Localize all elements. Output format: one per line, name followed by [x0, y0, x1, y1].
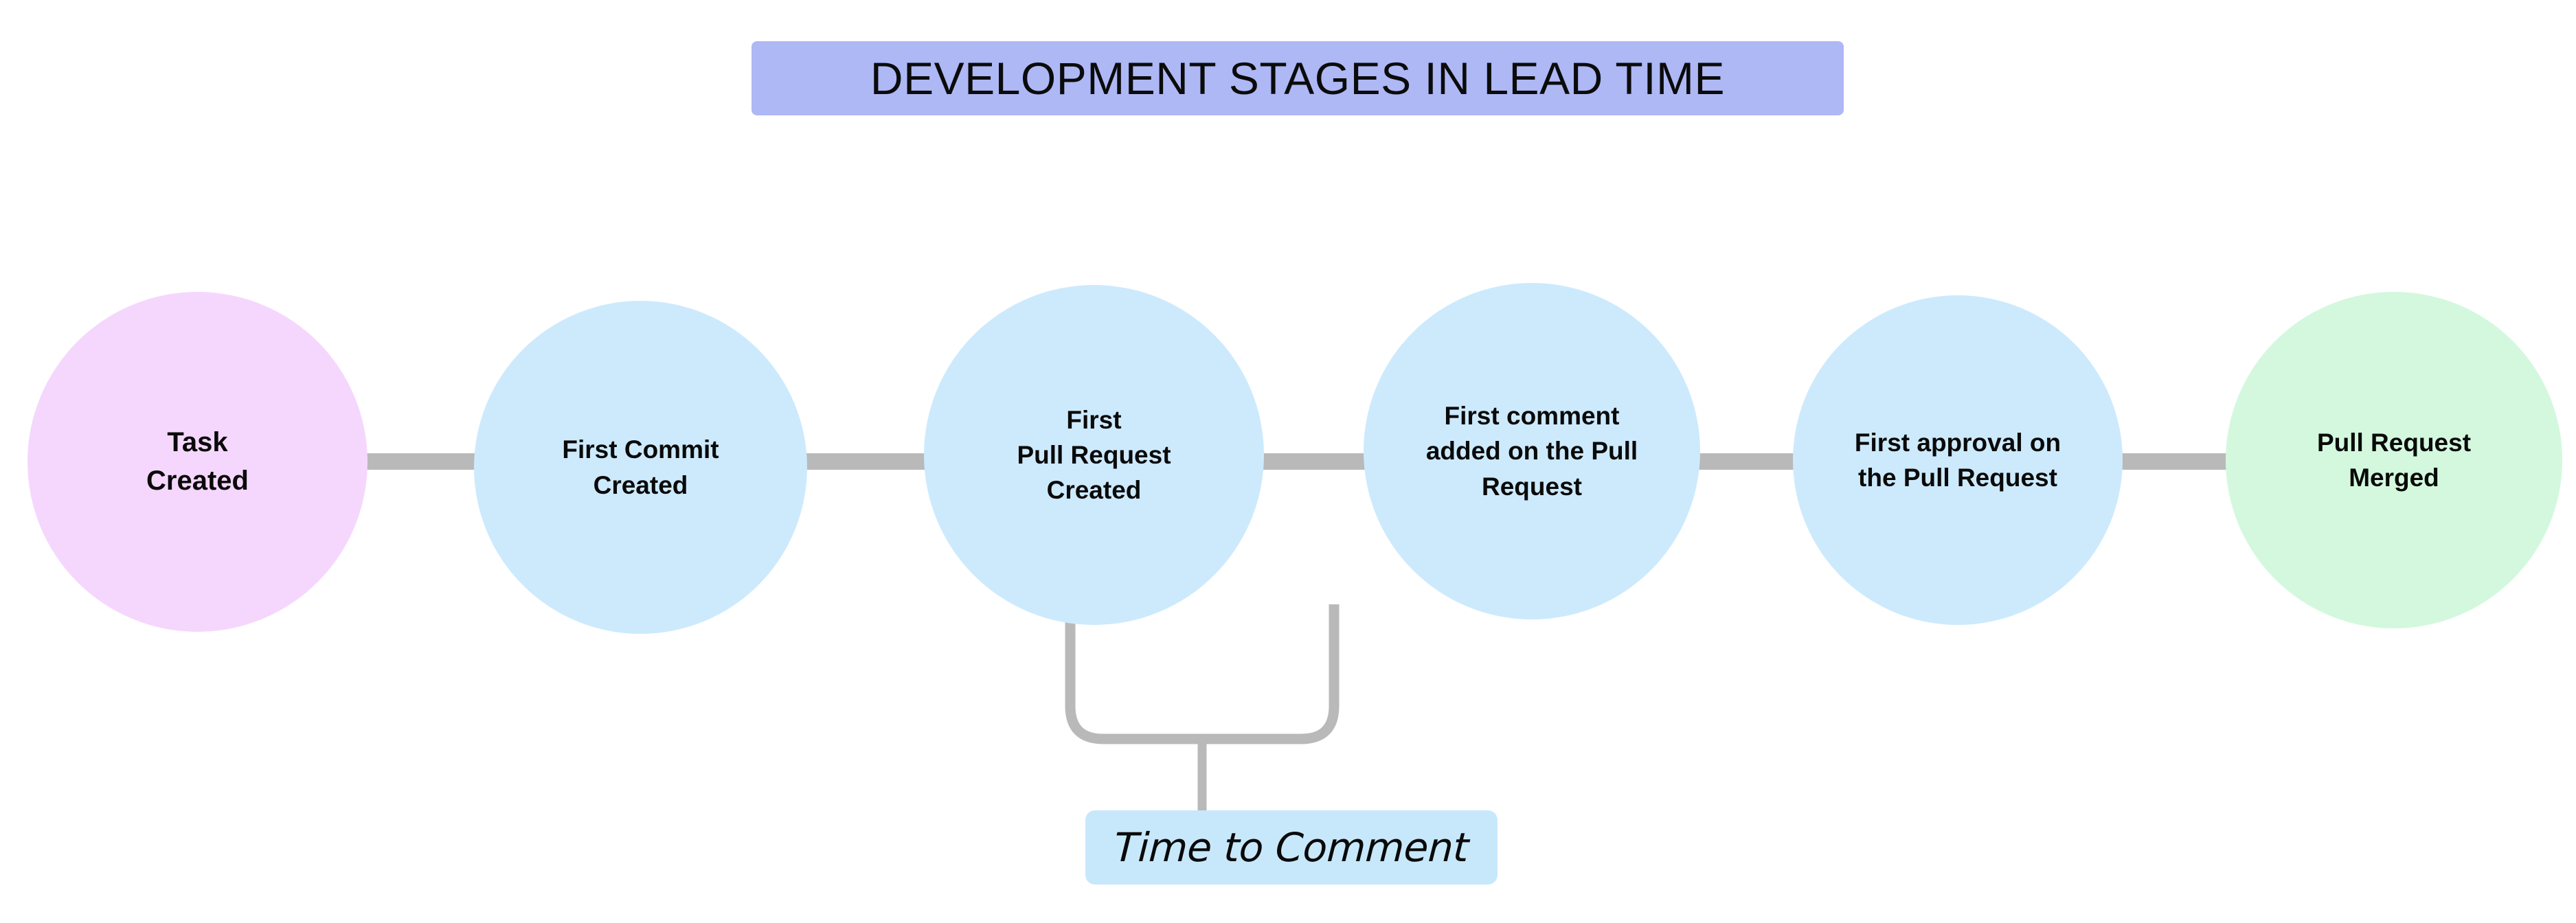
connector-task-to-commit — [362, 453, 479, 470]
node-label: First approval on the Pull Request — [1854, 428, 2061, 492]
node-label: Pull Request Merged — [2316, 428, 2472, 492]
node-label: Task Created — [146, 427, 249, 496]
node-first-pull-request-created[interactable]: First Pull Request Created — [924, 285, 1264, 625]
connector-pr-to-comment — [1258, 453, 1367, 470]
node-label: First Pull Request Created — [1017, 405, 1171, 505]
node-first-approval-on-pull-request[interactable]: First approval on the Pull Request — [1793, 295, 2123, 625]
bracket-u-path — [1065, 604, 1340, 744]
node-label: First comment added on the Pull Request — [1425, 402, 1638, 501]
connector-comment-to-approval — [1695, 453, 1797, 470]
node-label: First Commit Created — [562, 435, 719, 499]
node-first-comment-on-pull-request[interactable]: First comment added on the Pull Request — [1364, 283, 1700, 619]
page-title: DEVELOPMENT STAGES IN LEAD TIME — [870, 53, 1726, 104]
node-task-created[interactable]: Task Created — [27, 292, 368, 632]
connector-commit-to-pr — [802, 453, 927, 470]
node-pull-request-merged[interactable]: Pull Request Merged — [2226, 292, 2562, 628]
connector-approval-to-merged — [2117, 453, 2228, 470]
diagram-title-banner: DEVELOPMENT STAGES IN LEAD TIME — [752, 41, 1844, 115]
annotation-time-to-comment[interactable]: Time to Comment — [1085, 810, 1498, 885]
time-to-comment-bracket — [1058, 604, 1346, 831]
bracket-svg — [1065, 604, 1340, 810]
annotation-label: Time to Comment — [1113, 824, 1470, 871]
node-first-commit-created[interactable]: First Commit Created — [474, 301, 807, 634]
